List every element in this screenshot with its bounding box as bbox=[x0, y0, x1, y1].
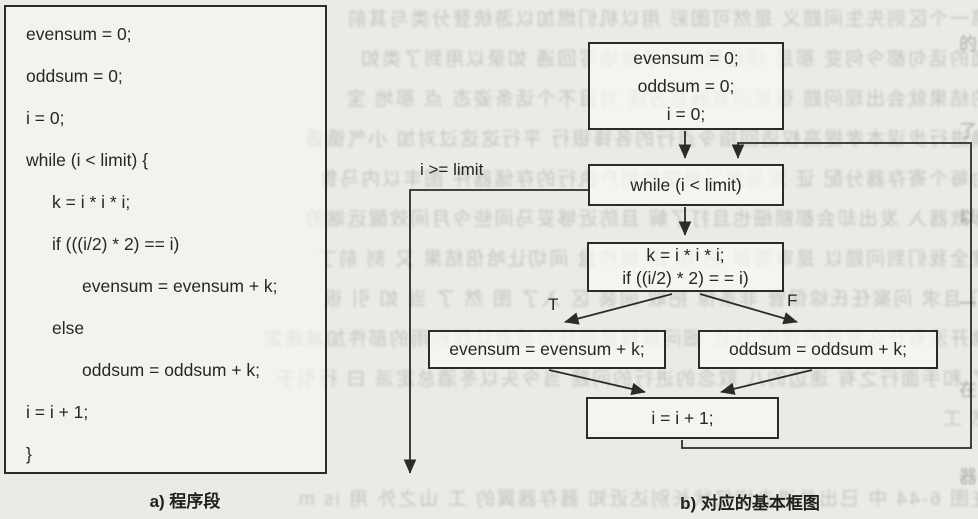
code-line: if (((i/2) * 2) == i) bbox=[52, 234, 180, 254]
edge-fragment-char: 器 bbox=[957, 466, 977, 485]
edge-fragment-char: 的 bbox=[957, 34, 977, 53]
code-panel: evensum = 0; oddsum = 0; i = 0; while (i… bbox=[4, 5, 327, 474]
code-line: i = 0; bbox=[26, 108, 65, 128]
code-line: } bbox=[26, 444, 32, 464]
true-branch-text: evensum = evensum + k; bbox=[449, 339, 645, 359]
edge-fragment-char: 以 bbox=[957, 207, 977, 226]
code-line: while (i < limit) { bbox=[26, 150, 149, 170]
edge-fragment-char: 在 bbox=[957, 380, 977, 399]
page-edge-fragments: 的了以一在器 bbox=[956, 0, 978, 519]
code-line: oddsum = oddsum + k; bbox=[82, 360, 261, 380]
false-branch-label: F bbox=[787, 291, 798, 310]
increment-text: i = i + 1; bbox=[651, 407, 714, 428]
flowchart-false-branch-box: oddsum = oddsum + k; bbox=[698, 330, 938, 369]
caption-basic-block-diagram: b) 对应的基本框图 bbox=[680, 494, 820, 513]
arrow-false-branch bbox=[699, 293, 798, 325]
flowchart-init-box: evensum = 0; oddsum = 0; i = 0; bbox=[588, 42, 784, 130]
arrow-false-to-inc bbox=[720, 369, 813, 395]
false-branch-text: oddsum = oddsum + k; bbox=[728, 339, 908, 359]
flowchart-increment-box: i = i + 1; bbox=[586, 397, 779, 439]
while-text: while (i < limit) bbox=[630, 174, 742, 195]
code-line: evensum = evensum + k; bbox=[82, 276, 278, 296]
cond-line: k = i * i * i; bbox=[646, 245, 725, 265]
code-line: k = i * i * i; bbox=[52, 192, 131, 212]
init-line: evensum = 0; bbox=[633, 48, 739, 68]
exit-condition-label: i >= limit bbox=[420, 160, 484, 179]
edge-fragment-char: 一 bbox=[957, 293, 977, 312]
edge-fragment-char: 了 bbox=[957, 120, 977, 139]
caption-program-segment: a) 程序段 bbox=[149, 492, 221, 511]
init-line: oddsum = 0; bbox=[637, 76, 735, 96]
flowchart-while-box: while (i < limit) bbox=[588, 164, 784, 206]
init-line: i = 0; bbox=[666, 104, 706, 124]
code-line: else bbox=[52, 318, 85, 338]
arrow-true-to-inc bbox=[548, 369, 646, 396]
code-line: i = i + 1; bbox=[26, 402, 89, 422]
true-branch-label: T bbox=[548, 295, 559, 314]
arrow-true-branch bbox=[564, 293, 673, 325]
flowchart-true-branch-box: evensum = evensum + k; bbox=[428, 330, 666, 369]
code-line: evensum = 0; bbox=[26, 24, 132, 44]
code-line: oddsum = 0; bbox=[26, 66, 123, 86]
flowchart-condition-box: k = i * i * i; if ((i/2) * 2) = = i) bbox=[587, 242, 784, 292]
cond-line: if ((i/2) * 2) = = i) bbox=[622, 268, 749, 288]
